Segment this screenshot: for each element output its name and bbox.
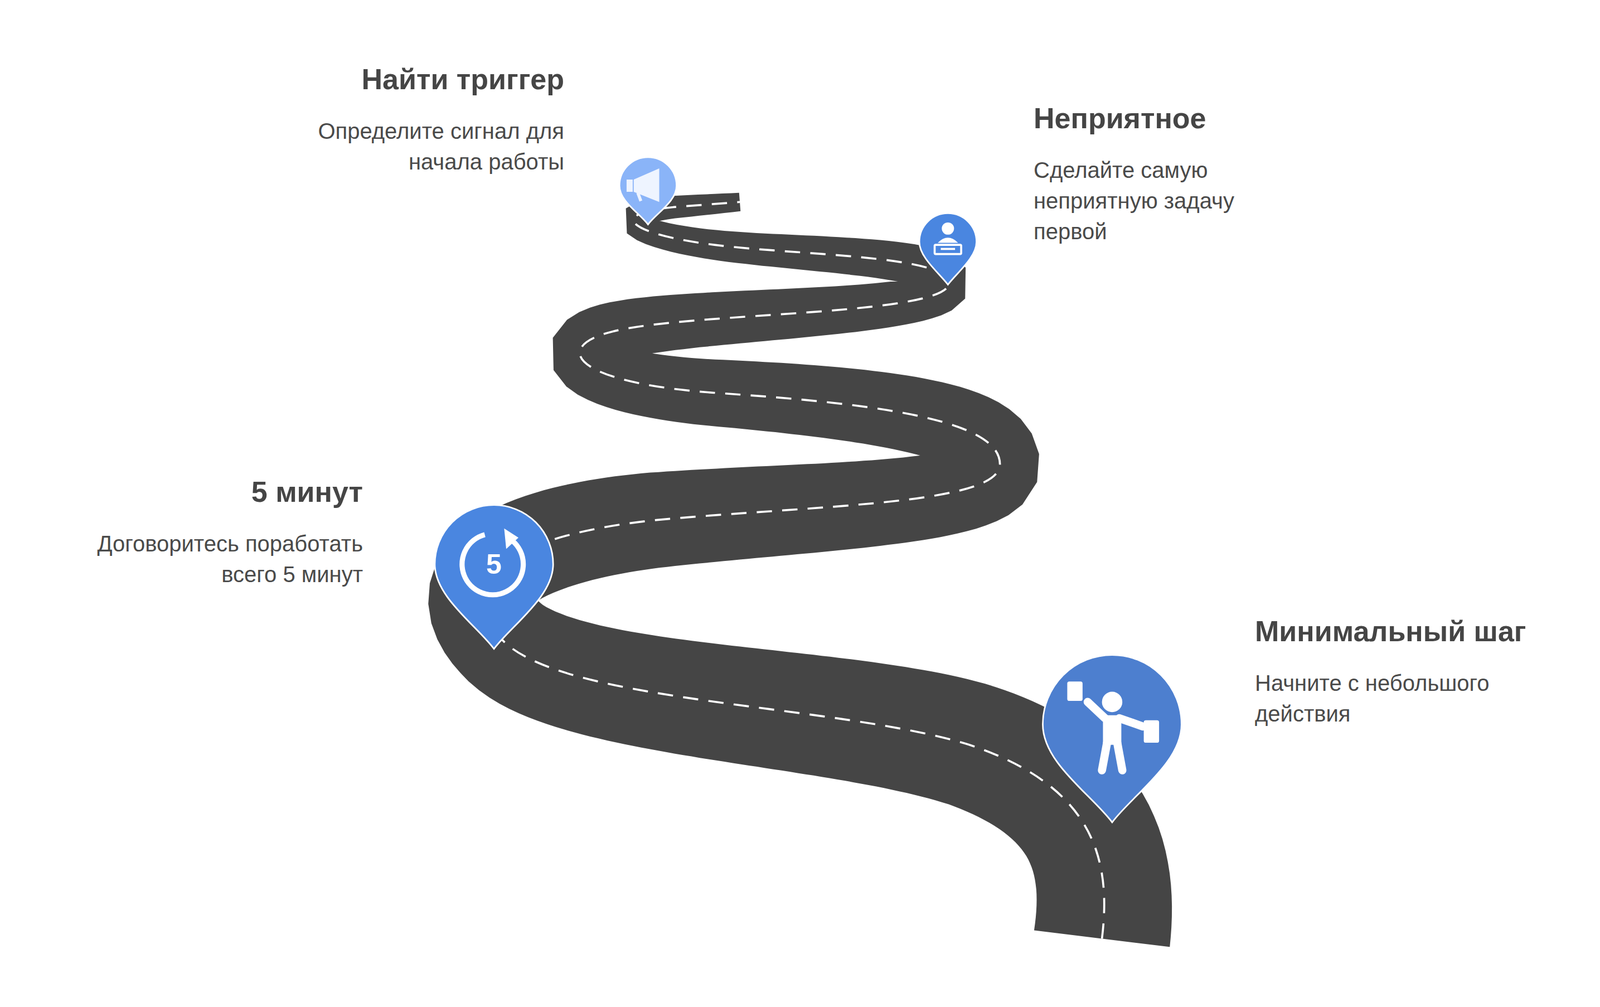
milestone: Найти триггерОпределите сигнал для начал… xyxy=(229,61,565,178)
timer-icon xyxy=(462,528,524,595)
timer-number: 5 xyxy=(471,548,517,580)
lifting-person-icon xyxy=(1067,681,1160,770)
map-pin xyxy=(619,157,677,225)
milestone-description: Договоритесь поработать всего 5 минут xyxy=(45,528,363,590)
map-pin xyxy=(919,212,977,285)
milestone-description: Начните с небольшого действия xyxy=(1254,667,1534,730)
milestone: НеприятноеСделайте самую неприятную зада… xyxy=(1033,100,1369,247)
road-centerline xyxy=(480,201,1104,939)
map-pin xyxy=(1042,655,1182,823)
milestone: 5 минутДоговоритесь поработать всего 5 м… xyxy=(28,473,363,590)
milestone-title: Найти триггер xyxy=(229,61,565,98)
worker-icon xyxy=(934,222,962,255)
milestone-title: Неприятное xyxy=(1033,100,1369,137)
megaphone-icon xyxy=(626,168,660,202)
map-pin xyxy=(434,505,554,649)
road xyxy=(428,192,1172,947)
milestone-description: Сделайте самую неприятную задачу первой xyxy=(1033,154,1285,247)
milestone-title: Минимальный шаг xyxy=(1254,613,1590,649)
milestone: Минимальный шагНачните с небольшого дейс… xyxy=(1254,613,1590,730)
milestone-title: 5 минут xyxy=(28,473,363,510)
milestone-description: Определите сигнал для начала работы xyxy=(274,115,565,178)
